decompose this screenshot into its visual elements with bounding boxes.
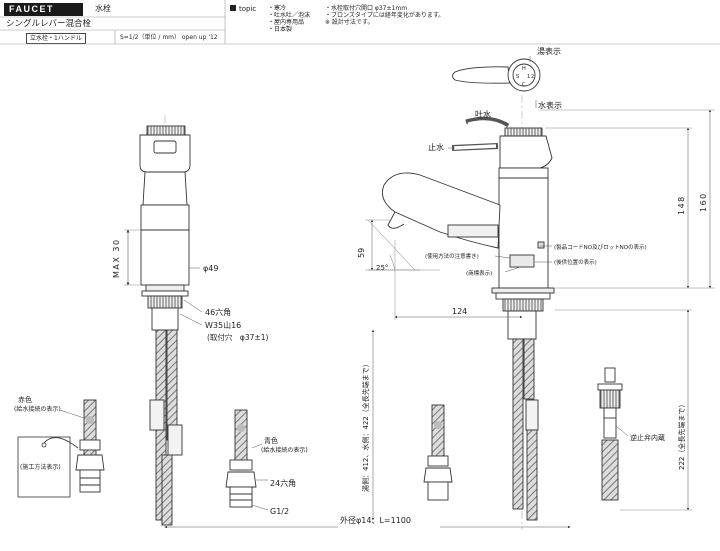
feature-3: ・屋内専用品 <box>268 19 305 26</box>
g12-label: G1/2 <box>270 507 289 516</box>
maker-label: (商標表示) <box>466 269 492 277</box>
dim59-label: 59 <box>357 248 366 258</box>
hole-label: (取付穴 φ37±1) <box>207 332 268 342</box>
note-2: ・ブロンズタイプには経年変化があります。 <box>325 12 445 19</box>
hex46-label: 46六角 <box>205 307 231 317</box>
topic-label: topic <box>230 4 256 14</box>
dial-s: S <box>516 74 519 80</box>
hex24-label: 24六角 <box>270 478 296 488</box>
side-hot-hose <box>423 404 453 501</box>
dim412-label: 湯側：412、水側：422（全長先端まで） <box>361 360 370 492</box>
red-label: 赤色 <box>18 395 32 404</box>
later-label: (後供位置の表示) <box>554 258 597 266</box>
dim222-label: 222（全長先端まで） <box>677 401 686 470</box>
dial-1: 1 <box>527 74 530 80</box>
title-block: FAUCET 水栓 シングルレバー混合栓 立水栓・1ハンドル S=1/2（単位 … <box>0 0 720 44</box>
hot-indicator-label: 湯表示 <box>537 46 561 56</box>
blue-note: (給水接続の表示) <box>261 446 308 454</box>
dim148-label: 148 <box>677 195 686 215</box>
max30-label: MAX 30 <box>112 238 121 278</box>
install-note: (施工方法表示) <box>20 463 61 471</box>
cold-indicator-label: 水表示 <box>538 100 562 110</box>
hot-supply-hose <box>59 399 105 493</box>
dim124-label: 124 <box>452 307 467 316</box>
side-view <box>367 58 555 530</box>
d49-label: φ49 <box>203 264 218 273</box>
topic-text: topic <box>239 5 257 13</box>
feature-1: ・寒冷 <box>268 5 287 12</box>
w35-label: W35山16 <box>205 320 241 330</box>
side-dimensions <box>365 56 715 521</box>
note-1: ・水栓取付穴開口 φ37±1mm <box>325 5 408 12</box>
spout-label: 吐水 <box>475 109 491 119</box>
category-label: 水栓 <box>95 4 111 13</box>
blue-label: 青色 <box>264 436 278 445</box>
check-valve-label: 逆止弁内蔵 <box>630 433 665 442</box>
type-tag: 立水栓・1ハンドル <box>26 33 86 44</box>
install-tag <box>17 436 79 498</box>
caution-label: (使用方法の注意書き) <box>425 252 479 260</box>
feature-2: ・吐水吐／泡沫 <box>268 12 311 19</box>
red-note: (給水接続の表示) <box>14 405 61 413</box>
deg25-label: 25° <box>376 264 388 272</box>
feature-4: ・日本製 <box>268 26 293 33</box>
note-3: ※ 設計寸法です。 <box>325 19 374 26</box>
stop-label: 止水 <box>428 142 444 152</box>
lot-label: (製品コードNO及びロットNOの表示) <box>554 243 647 251</box>
header-grid <box>0 0 720 45</box>
square-bullet-icon <box>230 5 236 11</box>
dial-c: C <box>522 82 526 88</box>
cold-supply-hose <box>225 409 269 511</box>
check-valve-assembly <box>597 367 629 501</box>
scale-label: S=1/2（単位 / mm） open up '12 <box>120 34 218 41</box>
product-name: シングルレバー混合栓 <box>6 19 92 29</box>
dim160-label: 160 <box>699 192 708 212</box>
dial-2: 2 <box>531 74 534 80</box>
brand-label: FAUCET <box>4 3 83 16</box>
dial-h: H <box>522 66 526 72</box>
hose-length-label: 外径φ14、L=1100 <box>340 515 411 525</box>
front-view <box>124 115 203 530</box>
